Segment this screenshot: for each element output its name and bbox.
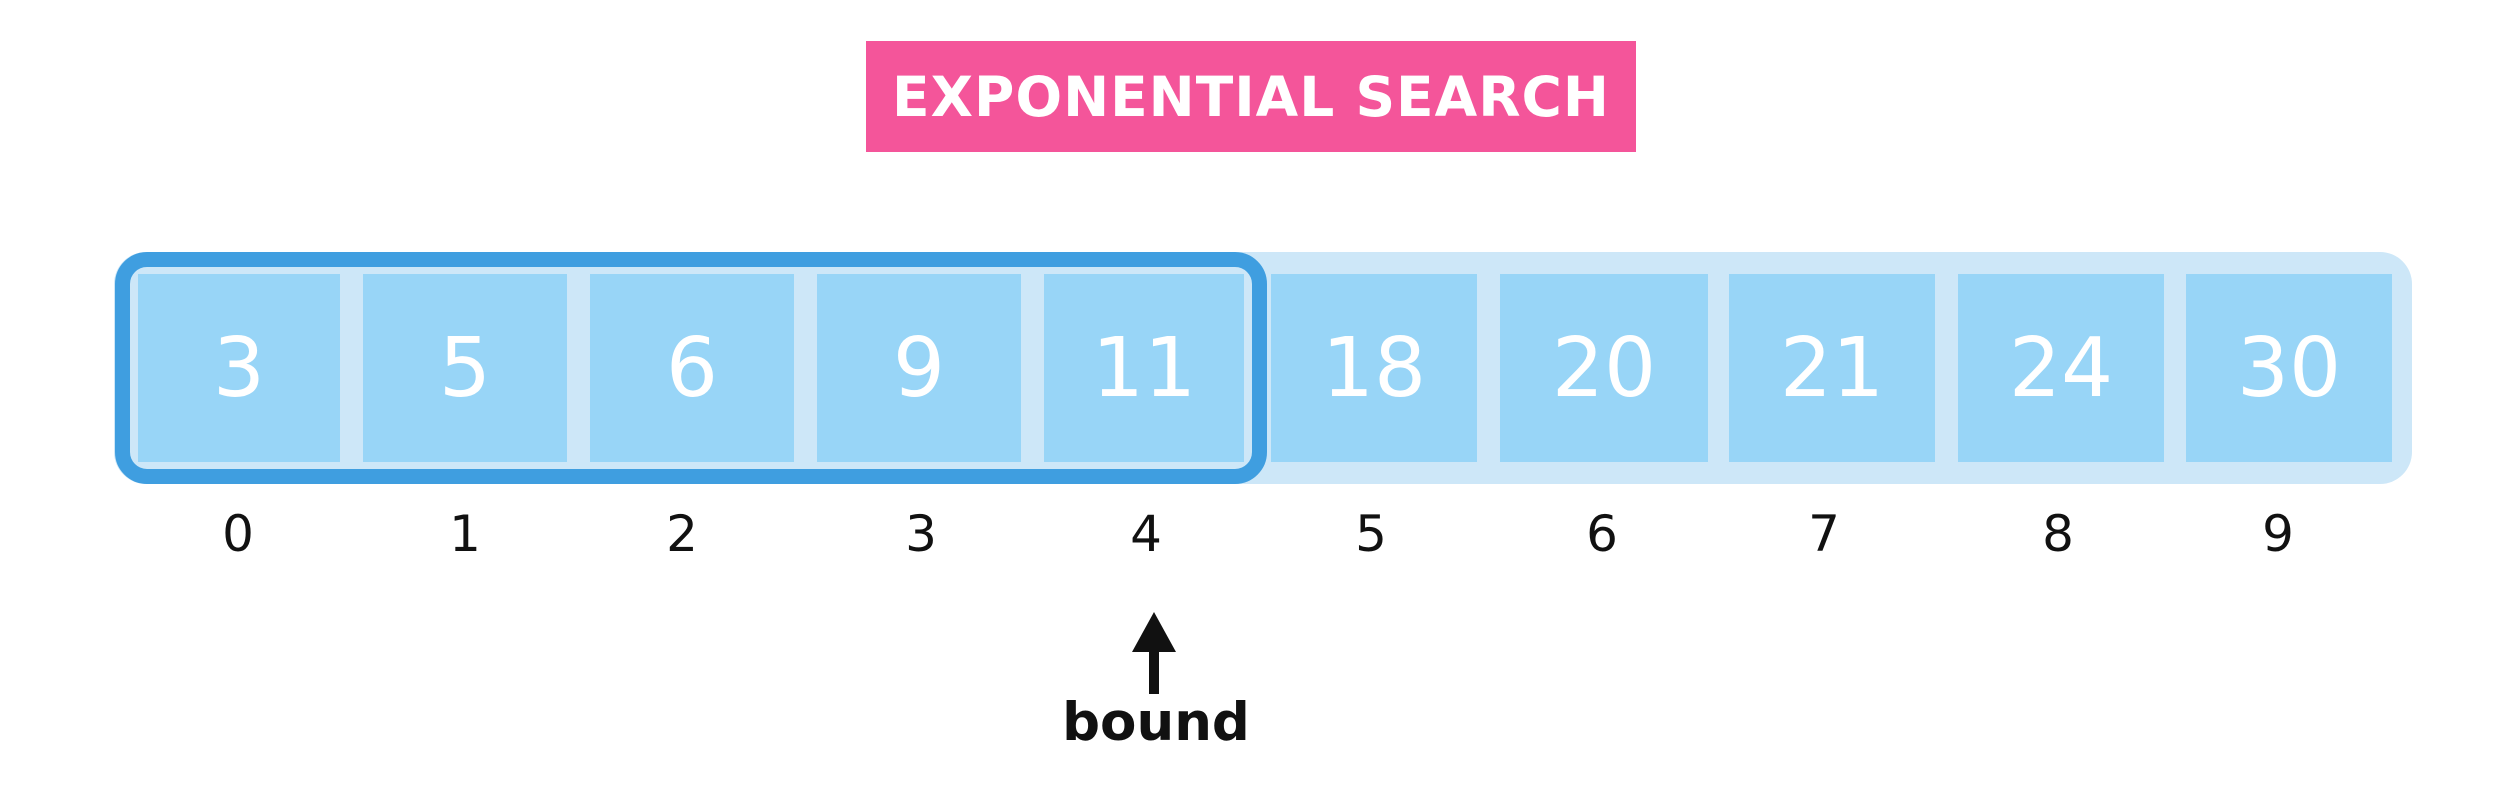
cell-value: 11 xyxy=(1091,320,1197,416)
index-label: 7 xyxy=(1808,505,1840,563)
array-cell: 30 xyxy=(2186,274,2392,462)
array-cell: 24 xyxy=(1958,274,2164,462)
cell-value: 3 xyxy=(212,320,266,416)
array-cell: 18 xyxy=(1271,274,1477,462)
up-arrow-icon xyxy=(1132,612,1176,694)
cell-value: 6 xyxy=(665,320,719,416)
index-label: 5 xyxy=(1355,505,1387,563)
cell-value: 20 xyxy=(1551,320,1657,416)
cell-value: 18 xyxy=(1321,320,1427,416)
index-label: 8 xyxy=(2042,505,2074,563)
array-cell: 5 xyxy=(363,274,567,462)
array-cell: 9 xyxy=(817,274,1021,462)
index-label: 0 xyxy=(222,505,254,563)
cell-value: 21 xyxy=(1779,320,1885,416)
array-cell: 3 xyxy=(138,274,340,462)
cell-value: 30 xyxy=(2236,320,2342,416)
index-label: 6 xyxy=(1586,505,1618,563)
index-label: 4 xyxy=(1130,505,1162,563)
array-cell: 21 xyxy=(1729,274,1935,462)
bound-label: bound xyxy=(1062,692,1250,753)
index-label: 3 xyxy=(905,505,937,563)
array-cell: 20 xyxy=(1500,274,1708,462)
index-label: 2 xyxy=(666,505,698,563)
array-cell: 11 xyxy=(1044,274,1244,462)
array-cell: 6 xyxy=(590,274,794,462)
index-label: 9 xyxy=(2262,505,2294,563)
cell-value: 5 xyxy=(438,320,492,416)
cell-value: 9 xyxy=(892,320,946,416)
title-banner: EXPONENTIAL SEARCH xyxy=(866,41,1636,152)
index-label: 1 xyxy=(449,505,481,563)
title: EXPONENTIAL SEARCH xyxy=(892,64,1610,129)
cell-value: 24 xyxy=(2008,320,2114,416)
